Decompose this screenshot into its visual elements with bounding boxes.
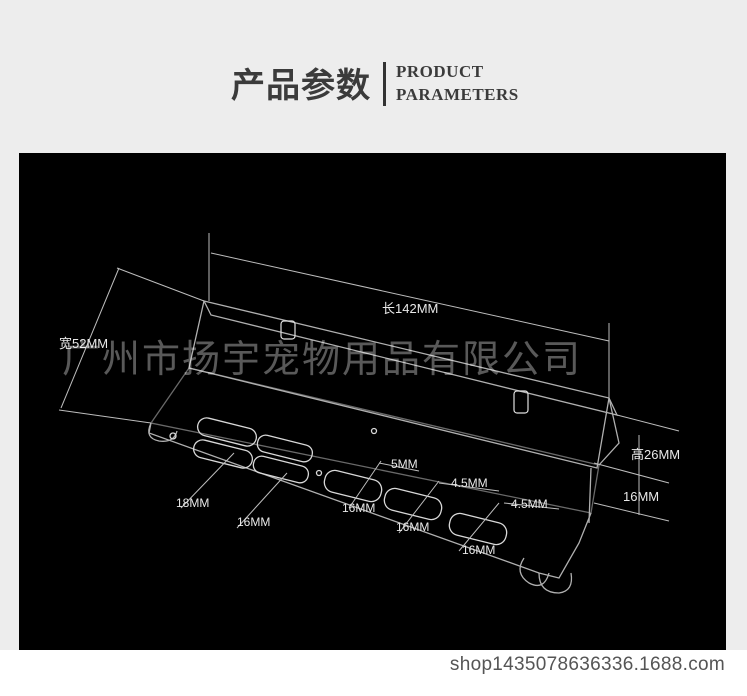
title-english-line1: PRODUCT (396, 62, 484, 81)
side-16mm-label: 16MM (623, 489, 660, 504)
slot-16mm-label-a: 16MM (237, 515, 271, 529)
acrylic-holder-illustration (58, 233, 680, 594)
slot-4-5mm-label-b: 4.5MM (511, 497, 548, 511)
slot-4-5mm-label-a: 4.5MM (451, 476, 488, 490)
title-english-line2: PARAMETERS (396, 85, 519, 104)
product-photo: 长142MM 宽52MM 高26MM 16MM 5MM 4.5MM 4.5MM … (19, 153, 726, 650)
title-divider (383, 62, 386, 106)
length-label: 长142MM (382, 301, 439, 316)
width-label: 宽52MM (59, 336, 109, 351)
slot-16mm-label-c: 16MM (396, 520, 430, 534)
slot-16mm-label-d: 16MM (462, 543, 496, 557)
footer-bar: shop1435078636336.1688.com (0, 650, 747, 696)
height-label: 高26MM (631, 447, 681, 462)
slot-5mm-label: 5MM (391, 457, 418, 471)
header-banner: 产品参数 PRODUCT PARAMETERS (0, 0, 747, 153)
company-watermark: 广州市扬宇宠物用品有限公司 (62, 337, 583, 381)
title-chinese: 产品参数 (231, 66, 371, 106)
shop-url: shop1435078636336.1688.com (449, 654, 725, 675)
slot-18mm-label: 18MM (176, 496, 210, 510)
slot-16mm-label-b: 16MM (342, 501, 376, 515)
